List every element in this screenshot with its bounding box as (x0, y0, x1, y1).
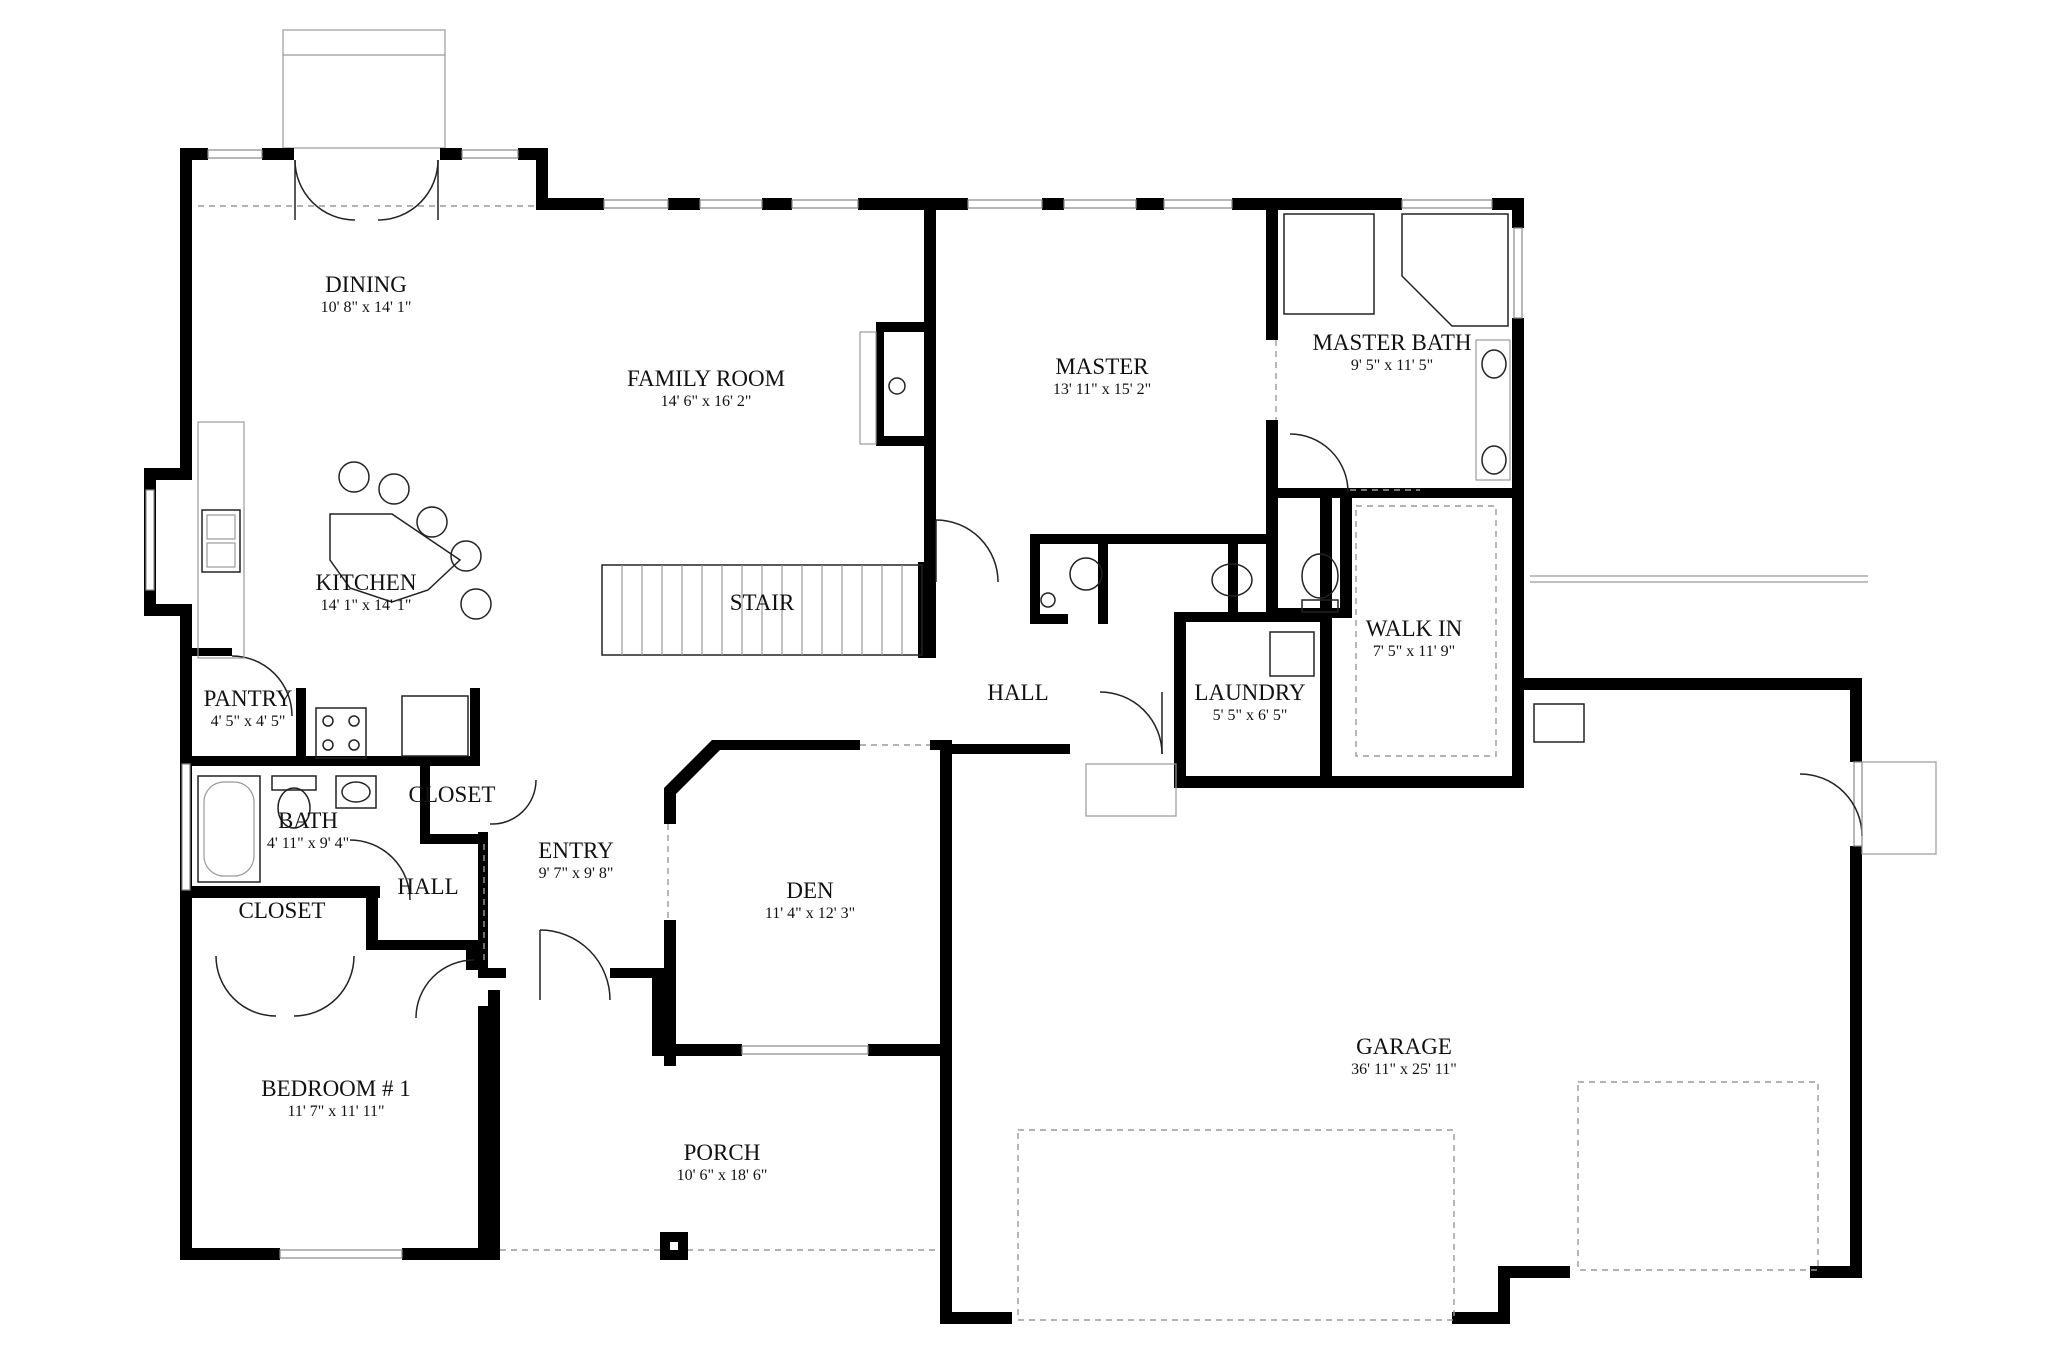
room-dims-family-room: 14' 6" x 16' 2" (661, 393, 752, 410)
room-name-pantry: PANTRY (204, 686, 293, 711)
room-name-entry: ENTRY (538, 838, 614, 863)
stair-treads (621, 565, 903, 655)
room-name-laundry: LAUNDRY (1194, 680, 1306, 705)
fixtures (197, 213, 1585, 1260)
room-name-den: DEN (786, 878, 834, 903)
windows (145, 149, 1863, 1259)
room-name-walk-in: WALK IN (1366, 616, 1463, 641)
room-dims-den: 11' 4" x 12' 3" (765, 905, 855, 922)
room-dims-laundry: 5' 5" x 6' 5" (1213, 707, 1288, 724)
room-name-hall-main: HALL (987, 680, 1048, 705)
room-name-kitchen: KITCHEN (316, 570, 417, 595)
room-name-hall-side: HALL (397, 874, 458, 899)
room-name-garage: GARAGE (1356, 1034, 1452, 1059)
room-name-closet-bed: CLOSET (239, 898, 326, 923)
room-dims-dining: 10' 8" x 14' 1" (321, 299, 412, 316)
room-name-bedroom1: BEDROOM # 1 (261, 1076, 411, 1101)
room-dims-pantry: 4' 5" x 4' 5" (211, 713, 286, 730)
walls (144, 148, 1862, 1324)
dashed-lines (198, 205, 1868, 1321)
room-dims-walk-in: 7' 5" x 11' 9" (1373, 643, 1455, 660)
dining-bay-projection (282, 29, 446, 149)
room-dims-master: 13' 11" x 15' 2" (1053, 381, 1151, 398)
room-name-family-room: FAMILY ROOM (627, 366, 785, 391)
room-dims-bedroom1: 11' 7" x 11' 11" (287, 1103, 384, 1120)
room-name-stair: STAIR (730, 590, 795, 615)
doors (215, 159, 1937, 1019)
room-name-bath: BATH (278, 808, 338, 833)
room-dims-garage: 36' 11" x 25' 11" (1351, 1061, 1457, 1078)
room-name-master: MASTER (1055, 354, 1149, 379)
room-name-dining: DINING (325, 272, 407, 297)
room-name-master-bath: MASTER BATH (1312, 330, 1471, 355)
room-dims-entry: 9' 7" x 9' 8" (539, 865, 614, 882)
room-labels: DINING 10' 8" x 14' 1" FAMILY ROOM 14' 6… (204, 272, 1472, 1184)
room-dims-kitchen: 14' 1" x 14' 1" (321, 597, 412, 614)
room-dims-bath: 4' 11" x 9' 4" (267, 835, 349, 852)
room-name-closet-entry: CLOSET (409, 782, 496, 807)
room-dims-master-bath: 9' 5" x 11' 5" (1351, 357, 1433, 374)
room-dims-porch: 10' 6" x 18' 6" (677, 1167, 768, 1184)
room-name-porch: PORCH (684, 1140, 761, 1165)
